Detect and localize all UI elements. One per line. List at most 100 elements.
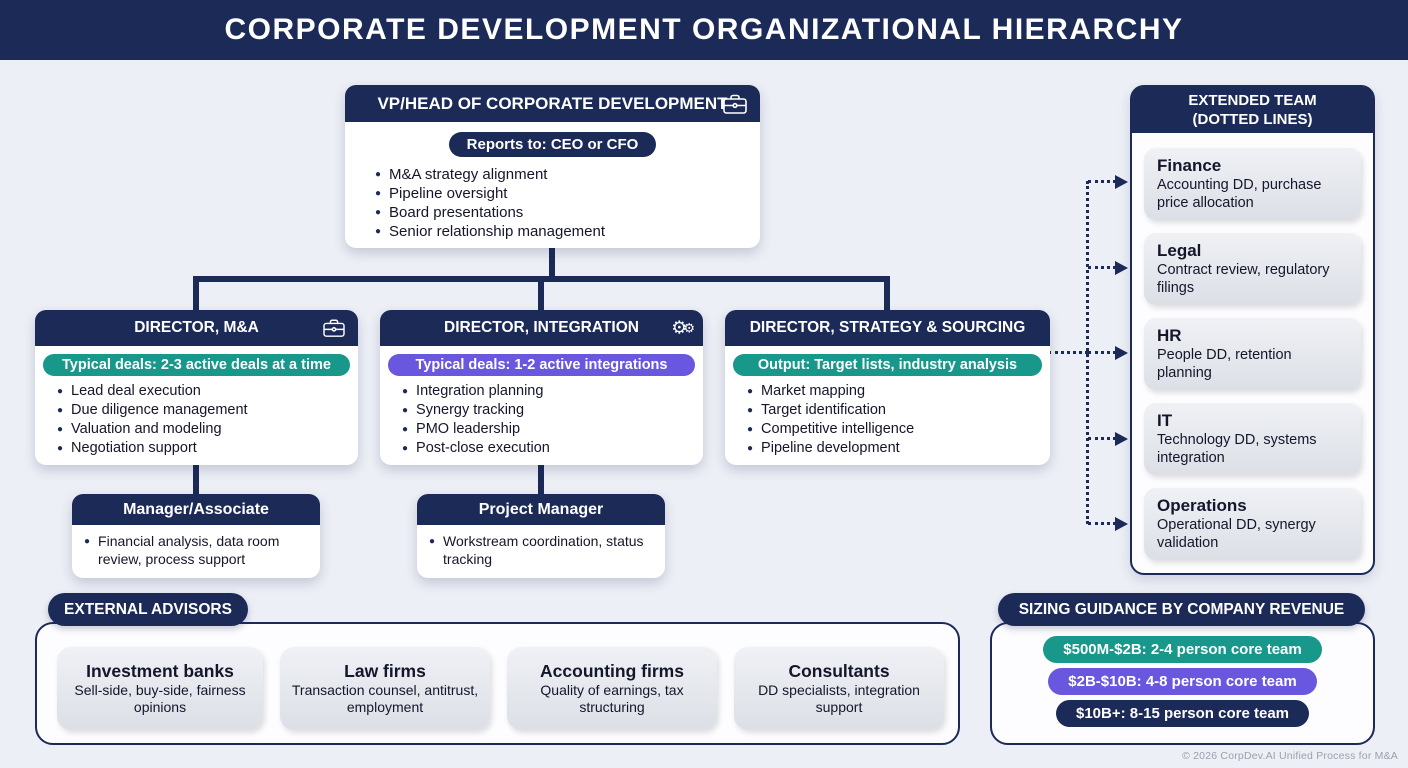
advisor-card-accounting-firms: Accounting firms Quality of earnings, ta… [507, 647, 717, 730]
dotted-line-it [1088, 437, 1116, 440]
vp-bullet: Senior relationship management [375, 222, 760, 241]
advisor-card-consultants: Consultants DD specialists, integration … [734, 647, 944, 730]
director-bullet: Valuation and modeling [57, 420, 358, 439]
dotted-line-hr [1088, 351, 1116, 354]
gears-icon: ⚙⚙ [671, 317, 695, 338]
extended-team-item-operations: Operations Operational DD, synergy valid… [1144, 488, 1361, 560]
extended-team-title-line2: (DOTTED LINES) [1192, 111, 1313, 128]
sub-role-bullet: Workstream coordination, status tracking [429, 532, 665, 568]
director-bullet: Market mapping [747, 382, 1050, 401]
item-name: HR [1157, 326, 1182, 345]
dotted-line-legal [1088, 266, 1116, 269]
sizing-guidance-title: SIZING GUIDANCE BY COMPANY REVENUE [1018, 600, 1345, 618]
director-bullet: Negotiation support [57, 439, 358, 458]
connector-ma-manager [193, 463, 199, 496]
arrow-icon [1115, 346, 1128, 360]
external-advisors-title: EXTERNAL ADVISORS [64, 600, 232, 618]
sub-role-bullet: Financial analysis, data room review, pr… [84, 532, 320, 568]
extended-team-item-hr: HR People DD, retention planning [1144, 318, 1361, 390]
sizing-guidance-label: SIZING GUIDANCE BY COMPANY REVENUE [998, 593, 1365, 626]
manager-associate-header: Manager/Associate [72, 494, 320, 525]
arrow-icon [1115, 517, 1128, 531]
arrow-icon [1115, 432, 1128, 446]
director-bullet: Competitive intelligence [747, 420, 1050, 439]
advisor-desc: Transaction counsel, antitrust, employme… [291, 682, 479, 715]
vp-header: VP/HEAD OF CORPORATE DEVELOPMENT [345, 85, 760, 122]
extended-team-item-finance: Finance Accounting DD, purchase price al… [1144, 148, 1361, 220]
vp-bullet: Pipeline oversight [375, 184, 760, 203]
dotted-line-vertical [1086, 181, 1089, 524]
item-name: Finance [1157, 156, 1222, 175]
extended-team-header: EXTENDED TEAM (DOTTED LINES) [1132, 87, 1373, 133]
manager-associate-title: Manager/Associate [123, 500, 269, 518]
advisor-name: Law firms [344, 661, 426, 681]
project-manager-box: Project Manager Workstream coordination,… [417, 494, 665, 578]
extended-team-title-line1: EXTENDED TEAM [1188, 92, 1317, 109]
advisor-desc: Quality of earnings, tax structuring [540, 682, 684, 715]
briefcase-icon [322, 318, 346, 338]
vp-box: VP/HEAD OF CORPORATE DEVELOPMENT Reports… [345, 85, 760, 248]
advisor-card-investment-banks: Investment banks Sell-side, buy-side, fa… [57, 647, 263, 730]
extended-team-item-it: IT Technology DD, systems integration [1144, 403, 1361, 475]
advisor-name: Investment banks [86, 661, 234, 681]
connector-integration-pm [538, 463, 544, 496]
item-desc: Technology DD, systems integration [1157, 432, 1317, 466]
item-name: Legal [1157, 241, 1202, 260]
external-advisors-panel: Investment banks Sell-side, buy-side, fa… [35, 622, 960, 745]
item-desc: Accounting DD, purchase price allocation [1157, 177, 1322, 211]
dotted-line-operations [1088, 522, 1116, 525]
director-bullet: Target identification [747, 401, 1050, 420]
item-desc: Operational DD, synergy validation [1157, 517, 1316, 551]
dotted-line-strategy [1048, 351, 1088, 354]
item-name: IT [1157, 411, 1173, 430]
external-advisors-label: EXTERNAL ADVISORS [48, 593, 248, 626]
deals-badge: Typical deals: 2-3 active deals at a tim… [43, 354, 350, 376]
advisor-name: Accounting firms [540, 661, 684, 681]
advisor-desc: DD specialists, integration support [758, 682, 920, 715]
advisor-card-law-firms: Law firms Transaction counsel, antitrust… [280, 647, 490, 730]
dotted-line-finance [1088, 180, 1116, 183]
director-integration-header: DIRECTOR, INTEGRATION ⚙⚙ [380, 310, 703, 346]
advisor-name: Consultants [788, 661, 890, 681]
advisor-desc: Sell-side, buy-side, fairness opinions [74, 682, 246, 715]
project-manager-title: Project Manager [478, 500, 604, 518]
copyright-text: © 2026 CorpDev.AI Unified Process for M&… [1182, 750, 1398, 762]
project-manager-header: Project Manager [417, 494, 665, 525]
vp-bullet: Board presentations [375, 203, 760, 222]
extended-team-panel: EXTENDED TEAM (DOTTED LINES) Finance Acc… [1130, 85, 1375, 575]
connector-drop-integration [538, 276, 544, 314]
output-badge: Output: Target lists, industry analysis [733, 354, 1042, 376]
director-ma-title: DIRECTOR, M&A [134, 319, 259, 336]
director-bullet: Pipeline development [747, 439, 1050, 458]
sizing-guidance-panel: $500M-$2B: 2-4 person core team $2B-$10B… [990, 622, 1375, 745]
manager-associate-box: Manager/Associate Financial analysis, da… [72, 494, 320, 578]
director-bullet: Integration planning [402, 382, 703, 401]
item-desc: People DD, retention planning [1157, 347, 1292, 381]
director-integration-title: DIRECTOR, INTEGRATION [444, 319, 639, 336]
vp-bullet: M&A strategy alignment [375, 165, 760, 184]
director-bullet: Synergy tracking [402, 401, 703, 420]
sizing-tier-badge: $2B-$10B: 4-8 person core team [1048, 668, 1317, 695]
deals-badge: Typical deals: 1-2 active integrations [388, 354, 695, 376]
director-box-strategy: DIRECTOR, STRATEGY & SOURCING Output: Ta… [725, 310, 1050, 465]
item-desc: Contract review, regulatory filings [1157, 262, 1330, 296]
director-bullet: PMO leadership [402, 420, 703, 439]
director-strategy-title: DIRECTOR, STRATEGY & SOURCING [749, 319, 1026, 336]
director-box-ma: DIRECTOR, M&A Typical deals: 2-3 active … [35, 310, 358, 465]
director-bullet: Post-close execution [402, 439, 703, 458]
extended-team-item-legal: Legal Contract review, regulatory filing… [1144, 233, 1361, 305]
arrow-icon [1115, 261, 1128, 275]
director-bullet: Lead deal execution [57, 382, 358, 401]
briefcase-icon [722, 93, 748, 115]
sizing-tier-badge: $500M-$2B: 2-4 person core team [1043, 636, 1322, 663]
vp-title: VP/HEAD OF CORPORATE DEVELOPMENT [377, 93, 728, 113]
page-title: CORPORATE DEVELOPMENT ORGANIZATIONAL HIE… [224, 13, 1184, 46]
item-name: Operations [1157, 496, 1247, 515]
director-ma-header: DIRECTOR, M&A [35, 310, 358, 346]
reports-to-badge: Reports to: CEO or CFO [448, 132, 657, 157]
director-bullet: Due diligence management [57, 401, 358, 420]
arrow-icon [1115, 175, 1128, 189]
director-strategy-header: DIRECTOR, STRATEGY & SOURCING [725, 310, 1050, 346]
sizing-tier-badge: $10B+: 8-15 person core team [1055, 700, 1310, 727]
